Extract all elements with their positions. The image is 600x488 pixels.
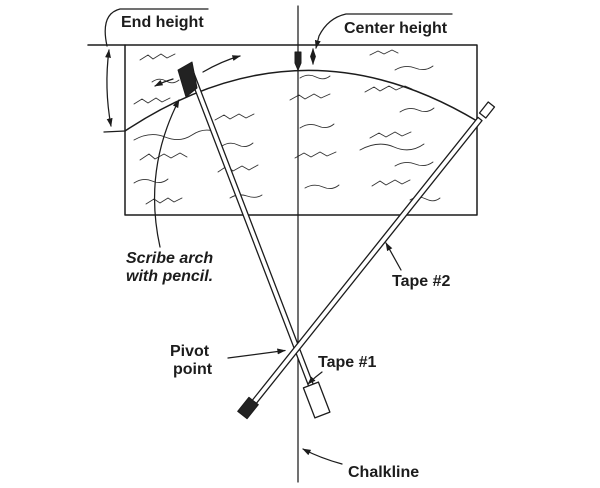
tape-measure-2 — [237, 101, 496, 420]
arch-extension-line — [103, 130, 126, 133]
sweep-arrow-left — [154, 78, 174, 87]
chalkline-leader-arrow — [302, 448, 343, 465]
tape1-leader-arrow — [307, 371, 323, 385]
pivot-label-line2: point — [173, 361, 213, 378]
end-height-dimension — [104, 8, 209, 127]
board-panel — [87, 44, 478, 216]
tape1-label: Tape #1 — [318, 354, 377, 371]
tape1-end-case — [302, 381, 331, 419]
pivot-leader-arrow — [227, 348, 286, 359]
scribe-label-line1: Scribe arch — [126, 250, 213, 267]
center-height-dimension — [310, 13, 453, 65]
end-height-label: End height — [121, 14, 204, 31]
center-pin — [294, 51, 302, 71]
tape2-label: Tape #2 — [392, 273, 451, 290]
end-height-callout-bracket — [104, 8, 209, 47]
scribed-arch-curve — [124, 69, 478, 132]
scribe-label-line2: with pencil. — [126, 268, 213, 285]
tape2-end-case — [237, 396, 259, 420]
tape2-leader-arrow — [385, 242, 402, 271]
tape2-end-hook — [478, 101, 496, 119]
center-height-callout-bracket — [314, 13, 453, 49]
chalkline-label: Chalkline — [348, 464, 419, 481]
pivot-label-line1: Pivot — [170, 343, 210, 360]
sweep-arrow-right — [202, 55, 241, 73]
pencil — [177, 61, 198, 98]
scribe-leader-arrow — [153, 99, 180, 248]
end-height-dimension-arrow — [105, 49, 113, 127]
tape-measure-1 — [154, 55, 331, 419]
center-height-label: Center height — [344, 20, 448, 37]
